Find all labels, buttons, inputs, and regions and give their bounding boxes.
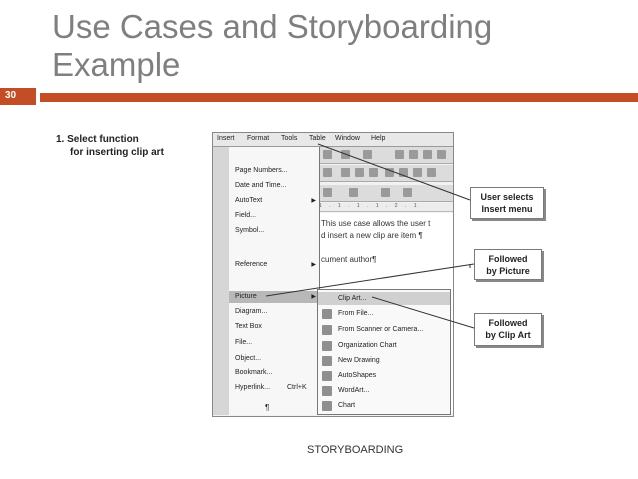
menu-item-picture[interactable]: Picture▶ <box>229 291 319 303</box>
undo-icon[interactable] <box>323 150 332 159</box>
callout-clip-art: Followed by Clip Art <box>474 313 542 346</box>
menu-bar: Insert Format Tools Table Window Help <box>213 133 453 147</box>
underline-icon[interactable] <box>369 168 378 177</box>
doc-paragraph-mark: ¶ <box>265 403 270 412</box>
doc-line-3: cument author¶ <box>321 255 377 264</box>
menu-item-page-numbers[interactable]: Page Numbers... <box>235 167 288 174</box>
menu-item-symbol[interactable]: Symbol... <box>235 227 265 234</box>
justify-icon[interactable] <box>427 168 436 177</box>
wordart-icon <box>322 386 332 396</box>
standard-toolbar <box>319 147 453 164</box>
menu-format[interactable]: Format <box>247 135 270 142</box>
callout-2-line-2: by Picture <box>486 266 530 276</box>
menu-window[interactable]: Window <box>335 135 360 142</box>
italic-icon[interactable] <box>355 168 364 177</box>
menu-insert[interactable]: Insert <box>217 135 235 142</box>
align-right-icon[interactable] <box>413 168 422 177</box>
scanner-icon <box>322 325 332 335</box>
submenu-item-clip-art[interactable]: Clip Art... <box>318 292 450 305</box>
submenu-item-new-drawing[interactable]: New Drawing <box>338 357 380 364</box>
title-rule <box>40 93 638 102</box>
menu-help[interactable]: Help <box>371 135 386 142</box>
submenu-item-from-file[interactable]: From File... <box>338 310 374 317</box>
image-icon[interactable] <box>349 188 358 197</box>
bold-icon[interactable] <box>341 168 350 177</box>
submenu-item-chart[interactable]: Chart <box>338 402 356 409</box>
slide-number-bar <box>0 88 36 105</box>
chart-icon <box>322 401 332 411</box>
callout-picture: Followed by Picture <box>474 249 542 280</box>
cursor-icon[interactable] <box>381 188 390 197</box>
hyperlink-icon[interactable] <box>395 150 404 159</box>
insert-table-icon[interactable] <box>423 150 432 159</box>
slide-number: 30 <box>5 90 17 101</box>
submenu-item-autoshapes[interactable]: AutoShapes <box>338 372 377 379</box>
from-file-icon <box>322 309 332 319</box>
picture-submenu: Clip Art... From File... From Scanner or… <box>317 289 451 415</box>
callout-2-line-1: Followed <box>488 254 528 264</box>
align-left-icon[interactable] <box>385 168 394 177</box>
callout-1-line-2: Insert menu <box>481 204 533 214</box>
submenu-arrow-icon: ▶ <box>311 198 316 204</box>
step-instruction: 1. Select function for inserting clip ar… <box>56 133 206 159</box>
new-drawing-icon <box>322 356 332 366</box>
menu-item-hyperlink[interactable]: Hyperlink...Ctrl+K <box>235 384 307 391</box>
formatting-toolbar <box>319 165 453 182</box>
slide-title: Use Cases and Storyboarding Example <box>52 8 493 83</box>
slide-footer: STORYBOARDING <box>307 444 404 456</box>
submenu-arrow-icon: ▶ <box>311 294 316 300</box>
menu-item-file[interactable]: File... <box>235 339 253 346</box>
menu-item-object[interactable]: Object... <box>235 355 262 362</box>
callout-3-line-1: Followed <box>488 318 528 328</box>
submenu-item-wordart[interactable]: WordArt... <box>338 387 370 394</box>
menu-table[interactable]: Table <box>309 135 326 142</box>
doc-line-1: This use case allows the user t <box>321 219 431 228</box>
ruler: 1 . 1 . 1 . 1 . 2 . 1 <box>319 203 453 212</box>
menu-item-text-box[interactable]: Text Box <box>235 323 262 330</box>
menu-item-autotext[interactable]: AutoText▶ <box>235 197 316 204</box>
insert-menu: Page Numbers... Date and Time... AutoTex… <box>229 147 320 415</box>
doc-line-2: d insert a new clip are item ¶ <box>321 231 423 240</box>
chart-icon[interactable] <box>403 188 412 197</box>
submenu-item-from-scanner[interactable]: From Scanner or Camera... <box>338 326 424 333</box>
menu-item-date-time[interactable]: Date and Time... <box>235 182 287 189</box>
redo-dropdown-icon[interactable] <box>363 150 372 159</box>
redo-icon[interactable] <box>341 150 350 159</box>
autoshapes-icon <box>322 371 332 381</box>
callout-1-line-1: User selects <box>480 192 534 202</box>
align-center-icon[interactable] <box>399 168 408 177</box>
menu-icon-strip <box>213 147 229 415</box>
menu-item-reference[interactable]: Reference▶ <box>235 261 316 268</box>
style-icon[interactable] <box>323 168 332 177</box>
menu-item-field[interactable]: Field... <box>235 212 257 219</box>
menu-item-diagram[interactable]: Diagram... <box>235 308 268 315</box>
tables-icon[interactable] <box>409 150 418 159</box>
word-screenshot: Insert Format Tools Table Window Help 1 … <box>212 132 454 417</box>
menu-tools[interactable]: Tools <box>281 135 298 142</box>
columns-icon[interactable] <box>437 150 446 159</box>
callout-3-line-2: by Clip Art <box>485 330 531 340</box>
submenu-item-organization-chart[interactable]: Organization Chart <box>338 342 397 349</box>
shape-icon[interactable] <box>323 188 332 197</box>
hyperlink-shortcut: Ctrl+K <box>287 384 307 391</box>
menu-item-bookmark[interactable]: Bookmark... <box>235 369 273 376</box>
org-chart-icon <box>322 341 332 351</box>
callout-insert-menu: User selects Insert menu <box>470 187 544 219</box>
step-line-2: for inserting clip art <box>70 147 164 158</box>
step-line-1: 1. Select function <box>56 134 139 145</box>
submenu-arrow-icon: ▶ <box>311 262 316 268</box>
drawing-toolbar <box>319 185 453 202</box>
